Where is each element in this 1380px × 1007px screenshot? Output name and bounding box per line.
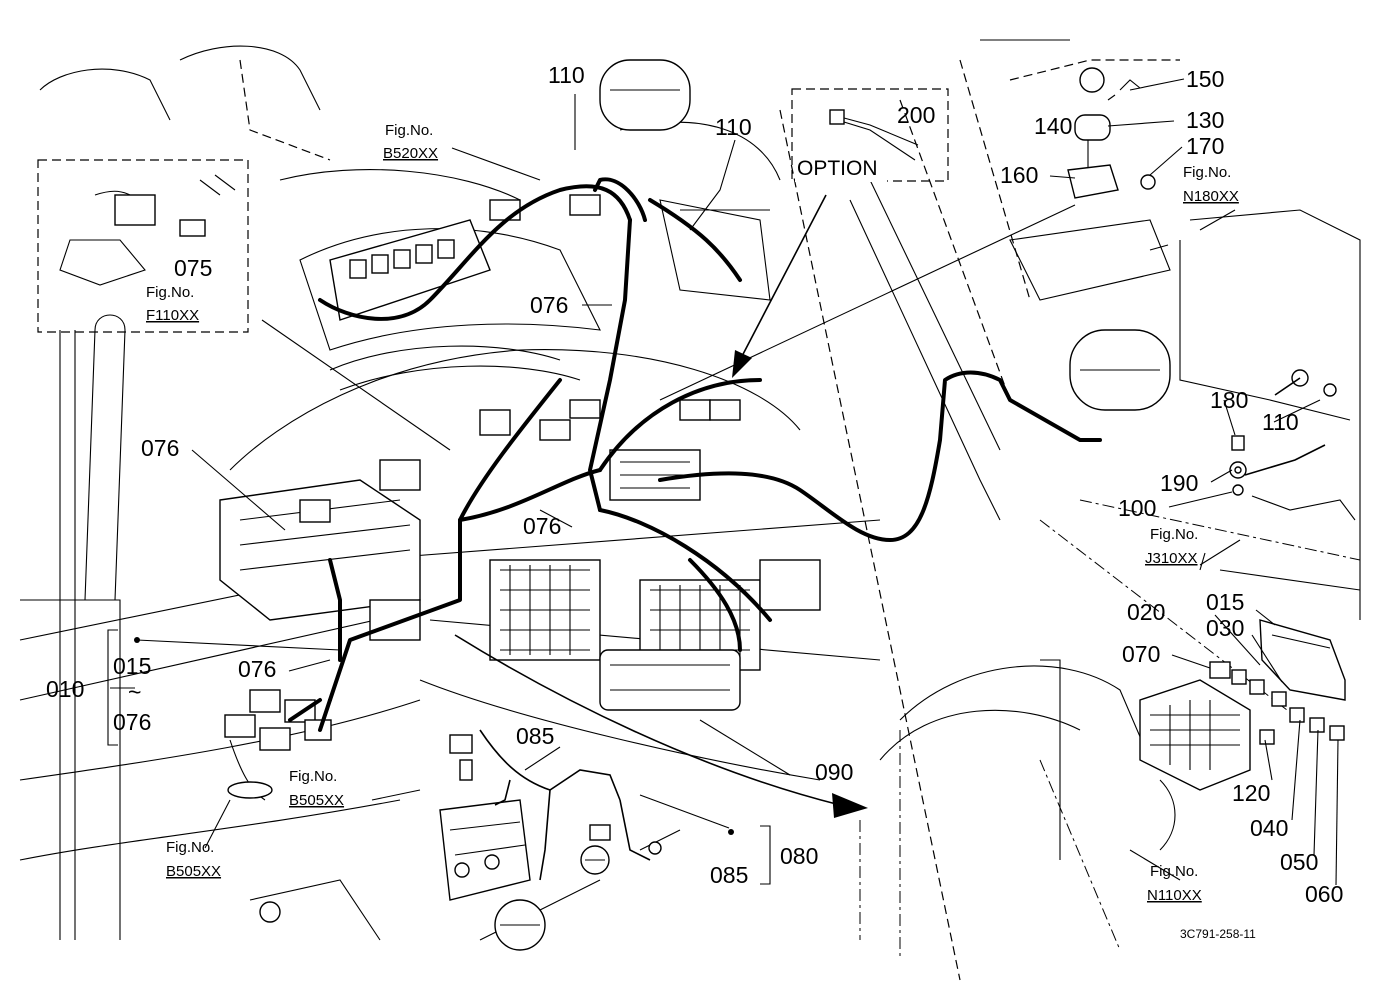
callout-020: 020 (1127, 599, 1165, 625)
callout-range-tilde: ~ (128, 679, 141, 705)
main-wire-harness (288, 177, 1102, 881)
callout-060: 060 (1305, 881, 1343, 907)
callout-010: 010 (46, 676, 84, 702)
ground-cable-assembly (1229, 369, 1356, 521)
callout-076-center: 076 (523, 513, 561, 539)
fig-ref-b505b-code: B505XX (166, 863, 221, 880)
ecu-module (1139, 679, 1275, 791)
callout-076-upper: 076 (530, 292, 568, 318)
callout-180: 180 (1210, 387, 1248, 413)
callout-110-top: 110 (548, 62, 585, 88)
left-fuse-panel (219, 459, 421, 641)
callout-110-mid: 110 (715, 114, 752, 140)
fig-ref-n110-code: N110XX (1147, 887, 1202, 904)
fig-ref-b505a-title: Fig.No. (289, 768, 337, 785)
inset-box-f110 (37, 159, 249, 333)
fig-ref-f110-title: Fig.No. (146, 284, 194, 301)
callout-085-lower: 085 (710, 862, 748, 888)
inset-f110-parts (59, 174, 236, 286)
callout-075: 075 (174, 255, 212, 281)
beacon-socket-assembly (1067, 67, 1156, 199)
leader-lines (107, 78, 1339, 886)
hydraulic-valve-assembly (249, 734, 681, 951)
fig-ref-f110-code: F110XX (146, 307, 199, 324)
callout-130: 130 (1186, 107, 1224, 133)
callout-100: 100 (1118, 495, 1156, 521)
callout-170: 170 (1186, 133, 1224, 159)
callout-labels: 010 015 ~ 076 075 Fig.No. F110XX Fig.No.… (46, 62, 1343, 941)
callout-080: 080 (780, 843, 818, 869)
callout-030: 030 (1206, 615, 1244, 641)
fig-ref-b505b-title: Fig.No. (166, 839, 214, 856)
fig-ref-b520-code: B520XX (383, 145, 438, 162)
callout-190: 190 (1160, 470, 1198, 496)
callout-050: 050 (1280, 849, 1318, 875)
callout-015-range-start: 015 (113, 653, 151, 679)
direction-arrows (261, 194, 1076, 818)
fig-ref-n180-code: N180XX (1183, 188, 1239, 205)
drawing-code: 3C791-258-11 (1180, 927, 1256, 941)
callout-085-upper: 085 (516, 723, 554, 749)
callout-040: 040 (1250, 815, 1288, 841)
dash-switch-cluster (329, 194, 601, 436)
callout-076-range-end: 076 (113, 709, 151, 735)
fig-ref-n180-title: Fig.No. (1183, 164, 1231, 181)
callout-076-left: 076 (141, 435, 179, 461)
callout-200: 200 (897, 102, 935, 128)
callout-070: 070 (1122, 641, 1160, 667)
fig-ref-b520-title: Fig.No. (385, 122, 433, 139)
callout-090: 090 (815, 759, 853, 785)
fig-ref-b505a-code: B505XX (289, 792, 344, 809)
callout-110-right: 110 (1262, 409, 1299, 435)
callout-150: 150 (1186, 66, 1224, 92)
option-connector (829, 109, 919, 161)
option-label: OPTION (797, 157, 878, 180)
callout-140: 140 (1034, 113, 1072, 139)
fig-ref-n110-title: Fig.No. (1150, 863, 1198, 880)
fig-ref-j310-code: J310XX (1145, 550, 1198, 567)
tractor-cab-outline (19, 39, 1361, 981)
relay-box-assembly (489, 399, 821, 711)
callout-015: 015 (1206, 589, 1244, 615)
fig-ref-j310-title: Fig.No. (1150, 526, 1198, 543)
callout-120: 120 (1232, 780, 1270, 806)
callout-076-lower: 076 (238, 656, 276, 682)
callout-160: 160 (1000, 162, 1038, 188)
